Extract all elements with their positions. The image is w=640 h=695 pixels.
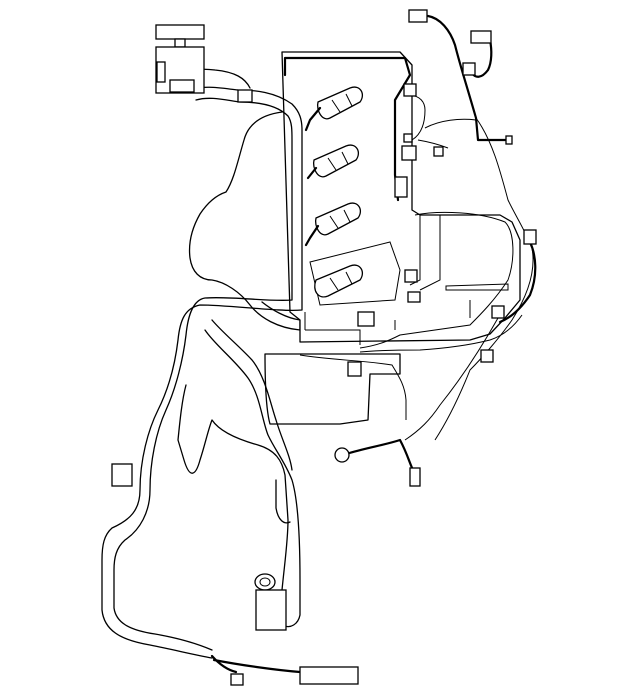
center-harness-branch	[409, 215, 441, 291]
connector-right-end	[505, 135, 513, 145]
connector-engine-4	[433, 146, 444, 157]
engine-compartment-outline	[188, 111, 301, 331]
harness-clip-upper	[237, 89, 253, 103]
right-harness-lower	[359, 314, 523, 353]
connector-top-right-3	[462, 62, 476, 76]
connector-manifold-lower	[357, 311, 375, 327]
main-harness-tube-inner	[113, 97, 293, 651]
connector-right-lower	[480, 349, 494, 363]
connector-right-edge	[523, 229, 537, 245]
upper-engine-harness	[409, 94, 477, 149]
chassis-lower-panel	[264, 353, 401, 425]
ground-terminal	[334, 447, 350, 463]
connector-left-branch	[111, 463, 133, 487]
right-harness-loop	[359, 211, 514, 349]
connector-bottom-small	[230, 673, 244, 686]
lower-loop-harness-inner	[211, 319, 293, 471]
right-edge-harness	[498, 240, 537, 324]
lower-tube-edge	[275, 479, 291, 524]
fuel-injector-4	[314, 264, 364, 298]
right-harness-descending	[404, 300, 499, 441]
connector-engine-2	[403, 133, 413, 143]
sensor-module	[254, 573, 287, 631]
manifold-inner-edge	[304, 312, 396, 345]
fuel-rail-harness	[283, 56, 412, 247]
lower-branch-harness	[177, 384, 289, 591]
engine-front-edge	[434, 117, 534, 441]
bottom-right-wire	[344, 438, 416, 474]
main-harness-tube-outer	[101, 86, 303, 659]
connector-bottom-right	[409, 467, 421, 487]
connector-bottom-long	[299, 666, 359, 685]
connector-center-2	[407, 291, 421, 303]
connector-engine-3	[401, 145, 417, 161]
throttle-body-outline	[309, 241, 401, 306]
center-cross-harness	[299, 354, 407, 420]
top-right-harness	[426, 14, 510, 142]
connector-center-1	[404, 269, 418, 283]
sensor-wire	[445, 283, 509, 291]
top-right-branch	[468, 38, 493, 78]
connector-chassis	[347, 361, 362, 377]
connector-manifold-side	[394, 176, 408, 198]
connector-top-right-1	[408, 9, 428, 23]
lower-loop-harness-outer	[204, 329, 301, 628]
relay-bracket-connector	[155, 24, 205, 94]
bottom-wire	[210, 654, 302, 674]
connector-top-right-2	[470, 30, 492, 44]
connector-center-3	[491, 305, 505, 319]
connector-engine-1	[403, 83, 417, 97]
